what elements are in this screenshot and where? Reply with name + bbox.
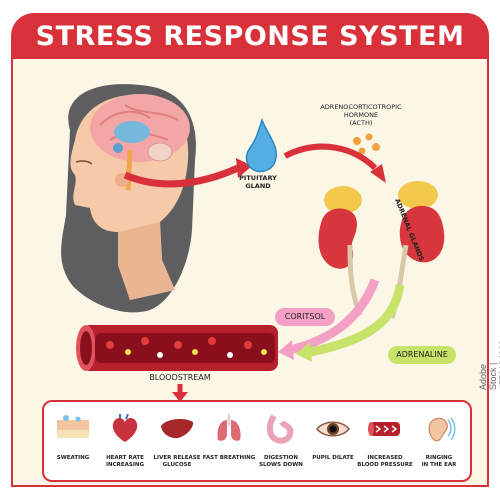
pituitary-label: PITUITARY GLAND xyxy=(239,174,277,190)
pituitary-gland-illustration xyxy=(245,117,277,173)
stomach-icon xyxy=(266,414,294,444)
neck-illustration xyxy=(118,222,175,300)
effect-line2: IN THE EAR xyxy=(421,462,457,468)
effect-line2: INCREASING xyxy=(105,462,145,468)
blood-vessel-illustration xyxy=(76,325,278,371)
effect-line1: LIVER RELEASE xyxy=(153,455,201,461)
effect-pupil: PUPIL DILATE xyxy=(304,414,362,462)
effect-line1: RINGING xyxy=(425,455,453,461)
cortisol-tag: CORITSOL xyxy=(275,308,335,326)
effect-line2: BLOOD PRESSURE xyxy=(357,462,413,468)
liver-icon xyxy=(161,418,194,439)
acth-label-line1: ADRENOCORTICOTROPIC xyxy=(320,103,402,111)
bloodstream-label: BLOODSTREAM xyxy=(149,373,211,382)
adrenaline-arrow xyxy=(309,284,405,357)
cortisol-arrow xyxy=(288,278,380,355)
effect-line1: INCREASED xyxy=(367,455,403,461)
adrenaline-tag: ADRENALINE xyxy=(388,346,456,364)
blood-vessel-icon xyxy=(368,422,400,436)
acth-label: ADRENOCORTICOTROPIC HORMONE (ACTH) xyxy=(300,103,422,127)
acth-label-line3: (ACTH) xyxy=(349,119,373,127)
lungs-icon xyxy=(217,414,241,441)
acth-label-line2: HORMONE xyxy=(343,111,379,119)
effect-line1: HEART RATE xyxy=(106,455,144,461)
effect-line2: GLUCOSE xyxy=(162,462,192,468)
left-kidney-illustration xyxy=(318,186,363,316)
sweating-skin-icon xyxy=(57,415,89,438)
effect-line2: SLOWS DOWN xyxy=(259,462,303,468)
pituitary-to-adrenal-arrow xyxy=(283,143,378,171)
acth-hormone-dots xyxy=(353,133,380,155)
effect-sweating: SWEATING xyxy=(44,414,102,462)
eye-icon xyxy=(316,421,350,437)
effect-line1: PUPIL DILATE xyxy=(312,455,354,461)
effect-line1: DIGESTION xyxy=(264,455,298,461)
ear-icon xyxy=(428,417,456,442)
title-banner: STRESS RESPONSE SYSTEM xyxy=(11,13,489,59)
effect-line1: SWEATING xyxy=(56,455,90,461)
stock-watermark: Adobe Stock | #570134063 xyxy=(478,339,500,390)
page-title: STRESS RESPONSE SYSTEM xyxy=(35,21,465,52)
brain-to-pituitary-arrow xyxy=(123,164,240,188)
effect-line1: FAST BREATHING xyxy=(202,455,256,461)
heart-icon xyxy=(112,413,138,442)
effect-breathing: FAST BREATHING xyxy=(200,414,258,462)
